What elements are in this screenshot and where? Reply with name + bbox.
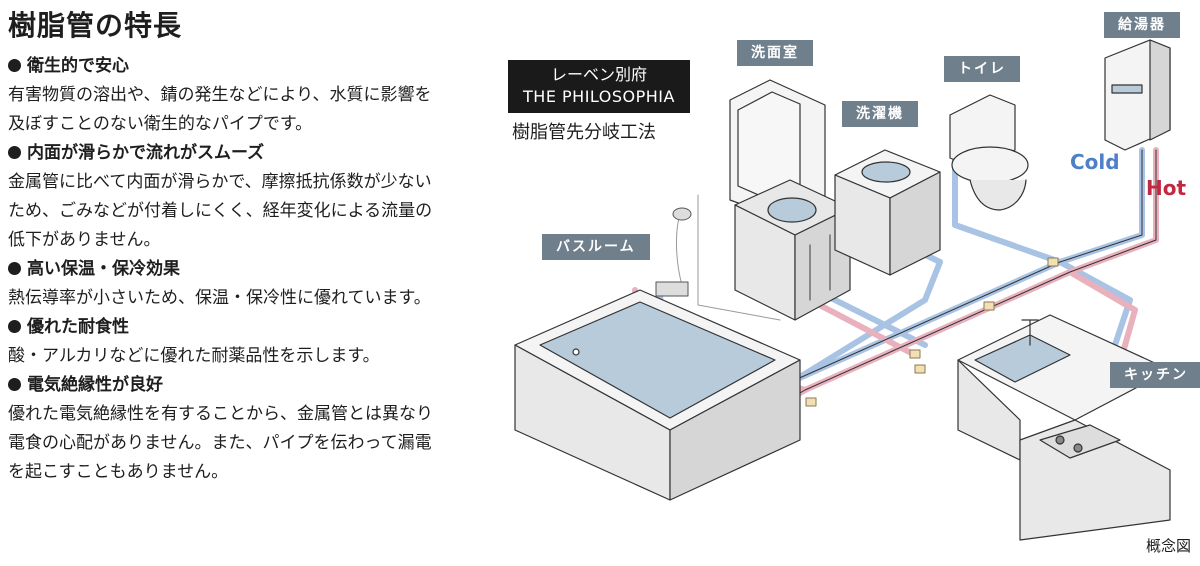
bullet-icon bbox=[8, 378, 21, 391]
feature-body-2: 金属管に比べて内面が滑らかで、摩擦抵抗係数が少ないため、ごみなどが付着しにくく、… bbox=[8, 172, 433, 250]
feature-title-1: 衛生的で安心 bbox=[8, 52, 438, 81]
water-heater-icon bbox=[1104, 39, 1171, 151]
feature-title-text: 優れた耐食性 bbox=[27, 317, 129, 337]
feature-title-2: 内面が滑らかで流れがスムーズ bbox=[8, 139, 438, 168]
bullet-icon bbox=[8, 146, 21, 159]
feature-body-1: 有害物質の溶出や、錆の発生などにより、水質に影響を及ぼすことのない衛生的なパイプ… bbox=[8, 85, 432, 134]
method-name: 樹脂管先分岐工法 bbox=[512, 122, 656, 143]
concept-note: 概念図 bbox=[1146, 537, 1192, 555]
feature-title-text: 電気絶縁性が良好 bbox=[27, 375, 163, 395]
hot-label: Hot bbox=[1146, 176, 1187, 200]
label-bathroom: バスルーム bbox=[542, 234, 650, 260]
features-panel: 樹脂管の特長 衛生的で安心 有害物質の溶出や、錆の発生などにより、水質に影響を及… bbox=[8, 6, 438, 487]
label-washroom: 洗面室 bbox=[737, 40, 813, 66]
pipe-joints bbox=[805, 257, 1059, 407]
brand-subtitle: THE PHILOSOPHIA bbox=[523, 87, 675, 106]
kitchen-icon bbox=[957, 314, 1171, 541]
feature-body-3: 熱伝導率が小さいため、保温・保冷性に優れています。 bbox=[8, 288, 431, 308]
label-water-heater: 給湯器 bbox=[1104, 12, 1180, 38]
bullet-icon bbox=[8, 320, 21, 333]
cold-label: Cold bbox=[1070, 150, 1120, 174]
feature-body-4: 酸・アルカリなどに優れた耐薬品性を示します。 bbox=[8, 346, 380, 366]
bullet-icon bbox=[8, 59, 21, 72]
bullet-icon bbox=[8, 262, 21, 275]
vanity-icon bbox=[729, 79, 851, 321]
bathtub-icon bbox=[514, 289, 801, 501]
label-kitchen: キッチン bbox=[1110, 362, 1200, 388]
brand-box: レーベン別府 THE PHILOSOPHIA bbox=[508, 60, 690, 113]
page-title: 樹脂管の特長 bbox=[8, 9, 183, 42]
feature-title-text: 衛生的で安心 bbox=[27, 56, 129, 76]
toilet-icon bbox=[949, 94, 1029, 211]
label-washer: 洗濯機 bbox=[842, 101, 918, 127]
label-toilet: トイレ bbox=[944, 56, 1020, 82]
feature-body-5: 優れた電気絶縁性を有することから、金属管とは異なり電食の心配がありません。また、… bbox=[8, 404, 433, 482]
washer-icon bbox=[834, 149, 941, 276]
feature-title-text: 高い保温・保冷効果 bbox=[27, 259, 180, 279]
piping-diagram: 洗面室 洗濯機 トイレ 給湯器 バスルーム キッチン レーベン別府 THE PH… bbox=[470, 0, 1200, 566]
feature-title-text: 内面が滑らかで流れがスムーズ bbox=[27, 143, 265, 163]
feature-title-4: 優れた耐食性 bbox=[8, 313, 438, 342]
feature-title-5: 電気絶縁性が良好 bbox=[8, 371, 438, 400]
brand-name: レーベン別府 bbox=[550, 65, 647, 84]
feature-title-3: 高い保温・保冷効果 bbox=[8, 255, 438, 284]
shower-wall bbox=[655, 194, 781, 321]
piping-illustration bbox=[514, 39, 1171, 541]
